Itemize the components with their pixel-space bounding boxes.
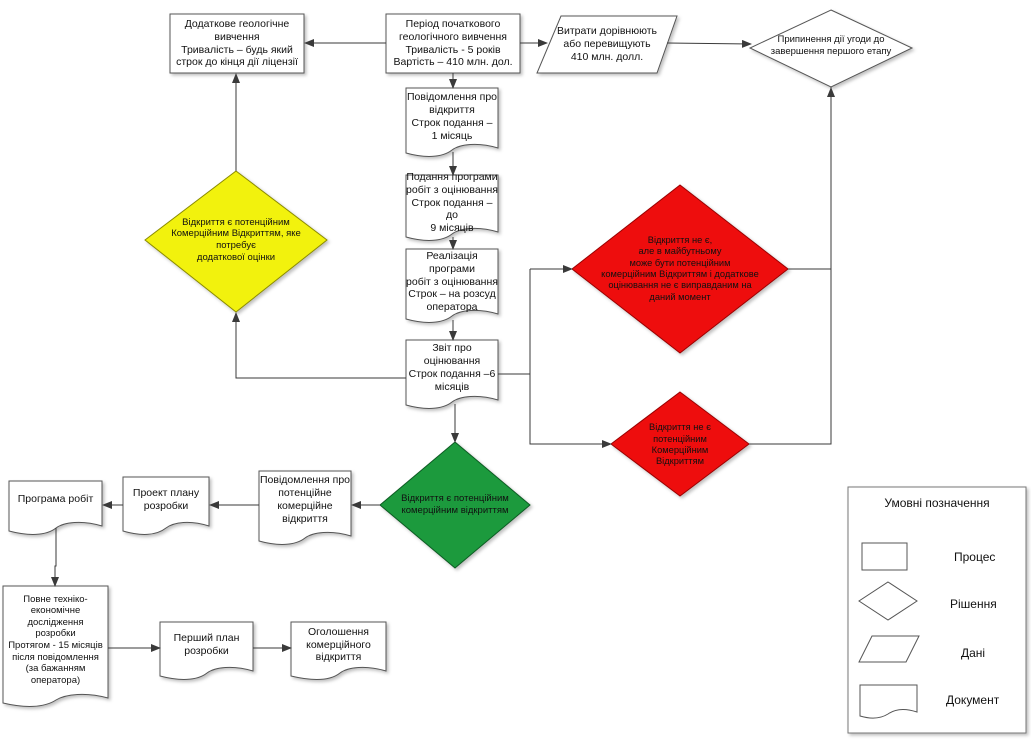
label-discovery-notice: Повідомлення про відкриття Строк подання… <box>406 91 497 142</box>
doc-discovery-notice <box>405 87 499 157</box>
label-program-submission: Подання програми робіт з оцінювання Стро… <box>406 171 498 235</box>
label-program-implementation: Реалізація програми робіт з оцінювання С… <box>406 250 498 314</box>
label-evaluation-report: Звіт про оцінювання Строк подання –6 міс… <box>408 342 496 393</box>
doc-feasibility <box>2 585 109 707</box>
doc-program-submission <box>405 174 499 241</box>
data-costs <box>536 15 678 74</box>
legend-document-label: Документ <box>946 693 1000 707</box>
doc-evaluation-report <box>405 339 499 409</box>
legend-process-label: Процес <box>954 550 996 564</box>
label-first-plan: Перший план розробки <box>173 632 240 657</box>
legend-box <box>847 486 1027 734</box>
label-feasibility: Повне техніко- економічне дослідження ро… <box>8 593 103 686</box>
label-work-program: Програма робіт <box>17 492 94 505</box>
label-initial-period: Період початкового геологічного вивчення… <box>393 17 513 69</box>
legend-document-shape <box>859 684 918 719</box>
legend-decision-label: Рішення <box>950 597 997 611</box>
label-announcement: Оголошення комерційного відкриття <box>306 625 371 664</box>
doc-program-implementation <box>405 248 499 323</box>
legend-data-label: Дані <box>961 646 986 660</box>
legend-decision-shape <box>858 581 918 621</box>
arrow-to-red-2 <box>529 374 612 448</box>
decision-red-1 <box>571 184 789 354</box>
label-green-decision: Відкриття є потенційним комерційним відк… <box>401 493 509 516</box>
label-additional-study: Додаткове геологічне вивчення Тривалість… <box>176 17 298 69</box>
doc-announcement <box>290 621 387 680</box>
legend-data-shape <box>858 635 920 663</box>
label-red-decision-2: Відкриття не є потенційним Комерційним В… <box>649 422 711 467</box>
doc-potential-notice <box>258 470 352 545</box>
decision-red-2 <box>610 391 750 497</box>
label-red-decision-1: Відкриття не є, але в майбутньому може б… <box>601 235 759 302</box>
legend-title: Умовні позначення <box>884 496 990 510</box>
box-additional-study <box>169 13 305 74</box>
arrow-program-to-feasibility <box>51 528 59 587</box>
arrow-report-to-yellow <box>232 312 406 379</box>
line-report-to-red <box>498 269 531 375</box>
doc-work-program <box>8 480 103 535</box>
label-potential-notice: Повідомлення про потенційне комерційне в… <box>259 474 350 525</box>
box-initial-period <box>385 13 521 74</box>
label-yellow-decision: Відкриття є потенційним Комерційним Відк… <box>171 216 301 263</box>
legend-process-shape <box>861 542 908 571</box>
doc-first-plan <box>159 621 254 680</box>
label-termination: Припинення дії угоди до завершення першо… <box>770 34 892 57</box>
doc-draft-plan <box>122 476 210 535</box>
label-draft-plan: Проект плану розробки <box>132 487 200 512</box>
label-costs: Витрати дорівнюють або перевищують 410 м… <box>556 25 658 63</box>
arrow-costs-to-termination <box>666 39 752 48</box>
decision-green <box>379 441 531 569</box>
